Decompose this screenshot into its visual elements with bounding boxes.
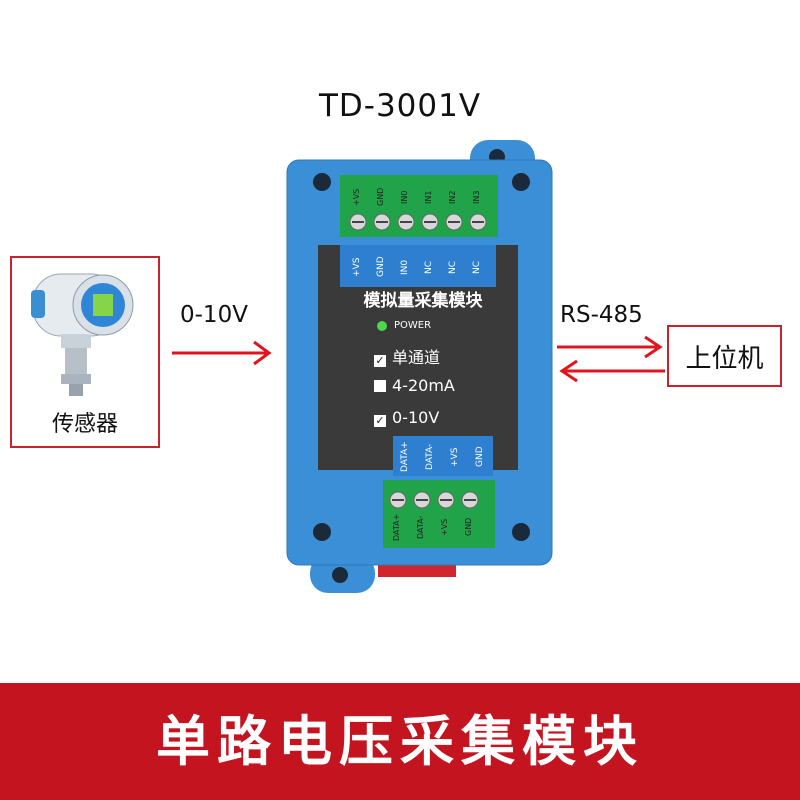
banner-background [0, 683, 800, 800]
top-terminal-label: GND [376, 187, 385, 207]
option-label: 单通道 [392, 348, 441, 367]
bottom-tab-label: DATA- [425, 443, 435, 471]
option-single-channel: ✓ 单通道 [374, 344, 440, 368]
top-tab-label: NC [448, 260, 458, 274]
bottom-terminal-label: +VS [440, 518, 449, 536]
top-terminal-label: +VS [352, 188, 361, 206]
bottom-tab-label: DATA+ [400, 441, 410, 473]
sensor-label: 传感器 [51, 412, 118, 437]
option-label: 4-20mA [392, 376, 455, 395]
bottom-terminal-label: DATA- [416, 515, 425, 539]
bottom-terminal-label: DATA+ [392, 513, 401, 541]
checkbox-checked-icon: ✓ [374, 414, 386, 427]
host-box: 上位机 [667, 325, 782, 387]
bottom-tab-label: +VS [450, 447, 460, 467]
top-tab-label: +VS [352, 257, 362, 277]
terminal-screw-icon [461, 491, 479, 509]
host-label: 上位机 [685, 343, 764, 374]
option-0-10v: ✓ 0-10V [374, 408, 439, 427]
terminal-screw-icon [445, 213, 463, 231]
terminal-screw-icon [373, 213, 391, 231]
top-tab-label: NC [424, 260, 434, 274]
pressure-transmitter-icon [31, 273, 134, 396]
power-label: POWER [394, 320, 432, 331]
input-signal-label: 0-10V [180, 302, 248, 328]
terminal-screw-icon [437, 491, 455, 509]
option-label: 0-10V [392, 408, 440, 427]
bidirectional-arrow [557, 335, 665, 383]
top-terminal-label: IN0 [400, 190, 409, 204]
terminal-screw-icon [397, 213, 415, 231]
bottom-terminal-label: GND [464, 517, 473, 537]
top-terminal-label: IN3 [472, 190, 481, 204]
top-terminal-label: IN1 [424, 190, 433, 204]
top-terminal-label: IN2 [448, 190, 457, 204]
checkbox-checked-icon: ✓ [374, 354, 386, 367]
checkbox-empty-icon [374, 380, 386, 392]
terminal-screw-icon [469, 213, 487, 231]
power-led-icon [377, 321, 387, 331]
top-tab-label: IN0 [400, 259, 410, 275]
terminal-screw-icon [389, 491, 407, 509]
input-arrow [172, 340, 272, 366]
output-signal-label: RS-485 [560, 302, 643, 328]
model-title: TD-3001V [318, 88, 482, 124]
top-tab-label: NC [472, 260, 482, 274]
terminal-screw-icon [349, 213, 367, 231]
banner-title: 单路电压采集模块 [156, 710, 644, 773]
top-tab-label: GND [376, 256, 386, 278]
terminal-screw-icon [413, 491, 431, 509]
panel-title: 模拟量采集模块 [363, 291, 483, 311]
option-4-20ma: 4-20mA [374, 376, 455, 395]
bottom-tab-label: GND [475, 446, 485, 468]
terminal-screw-icon [421, 213, 439, 231]
